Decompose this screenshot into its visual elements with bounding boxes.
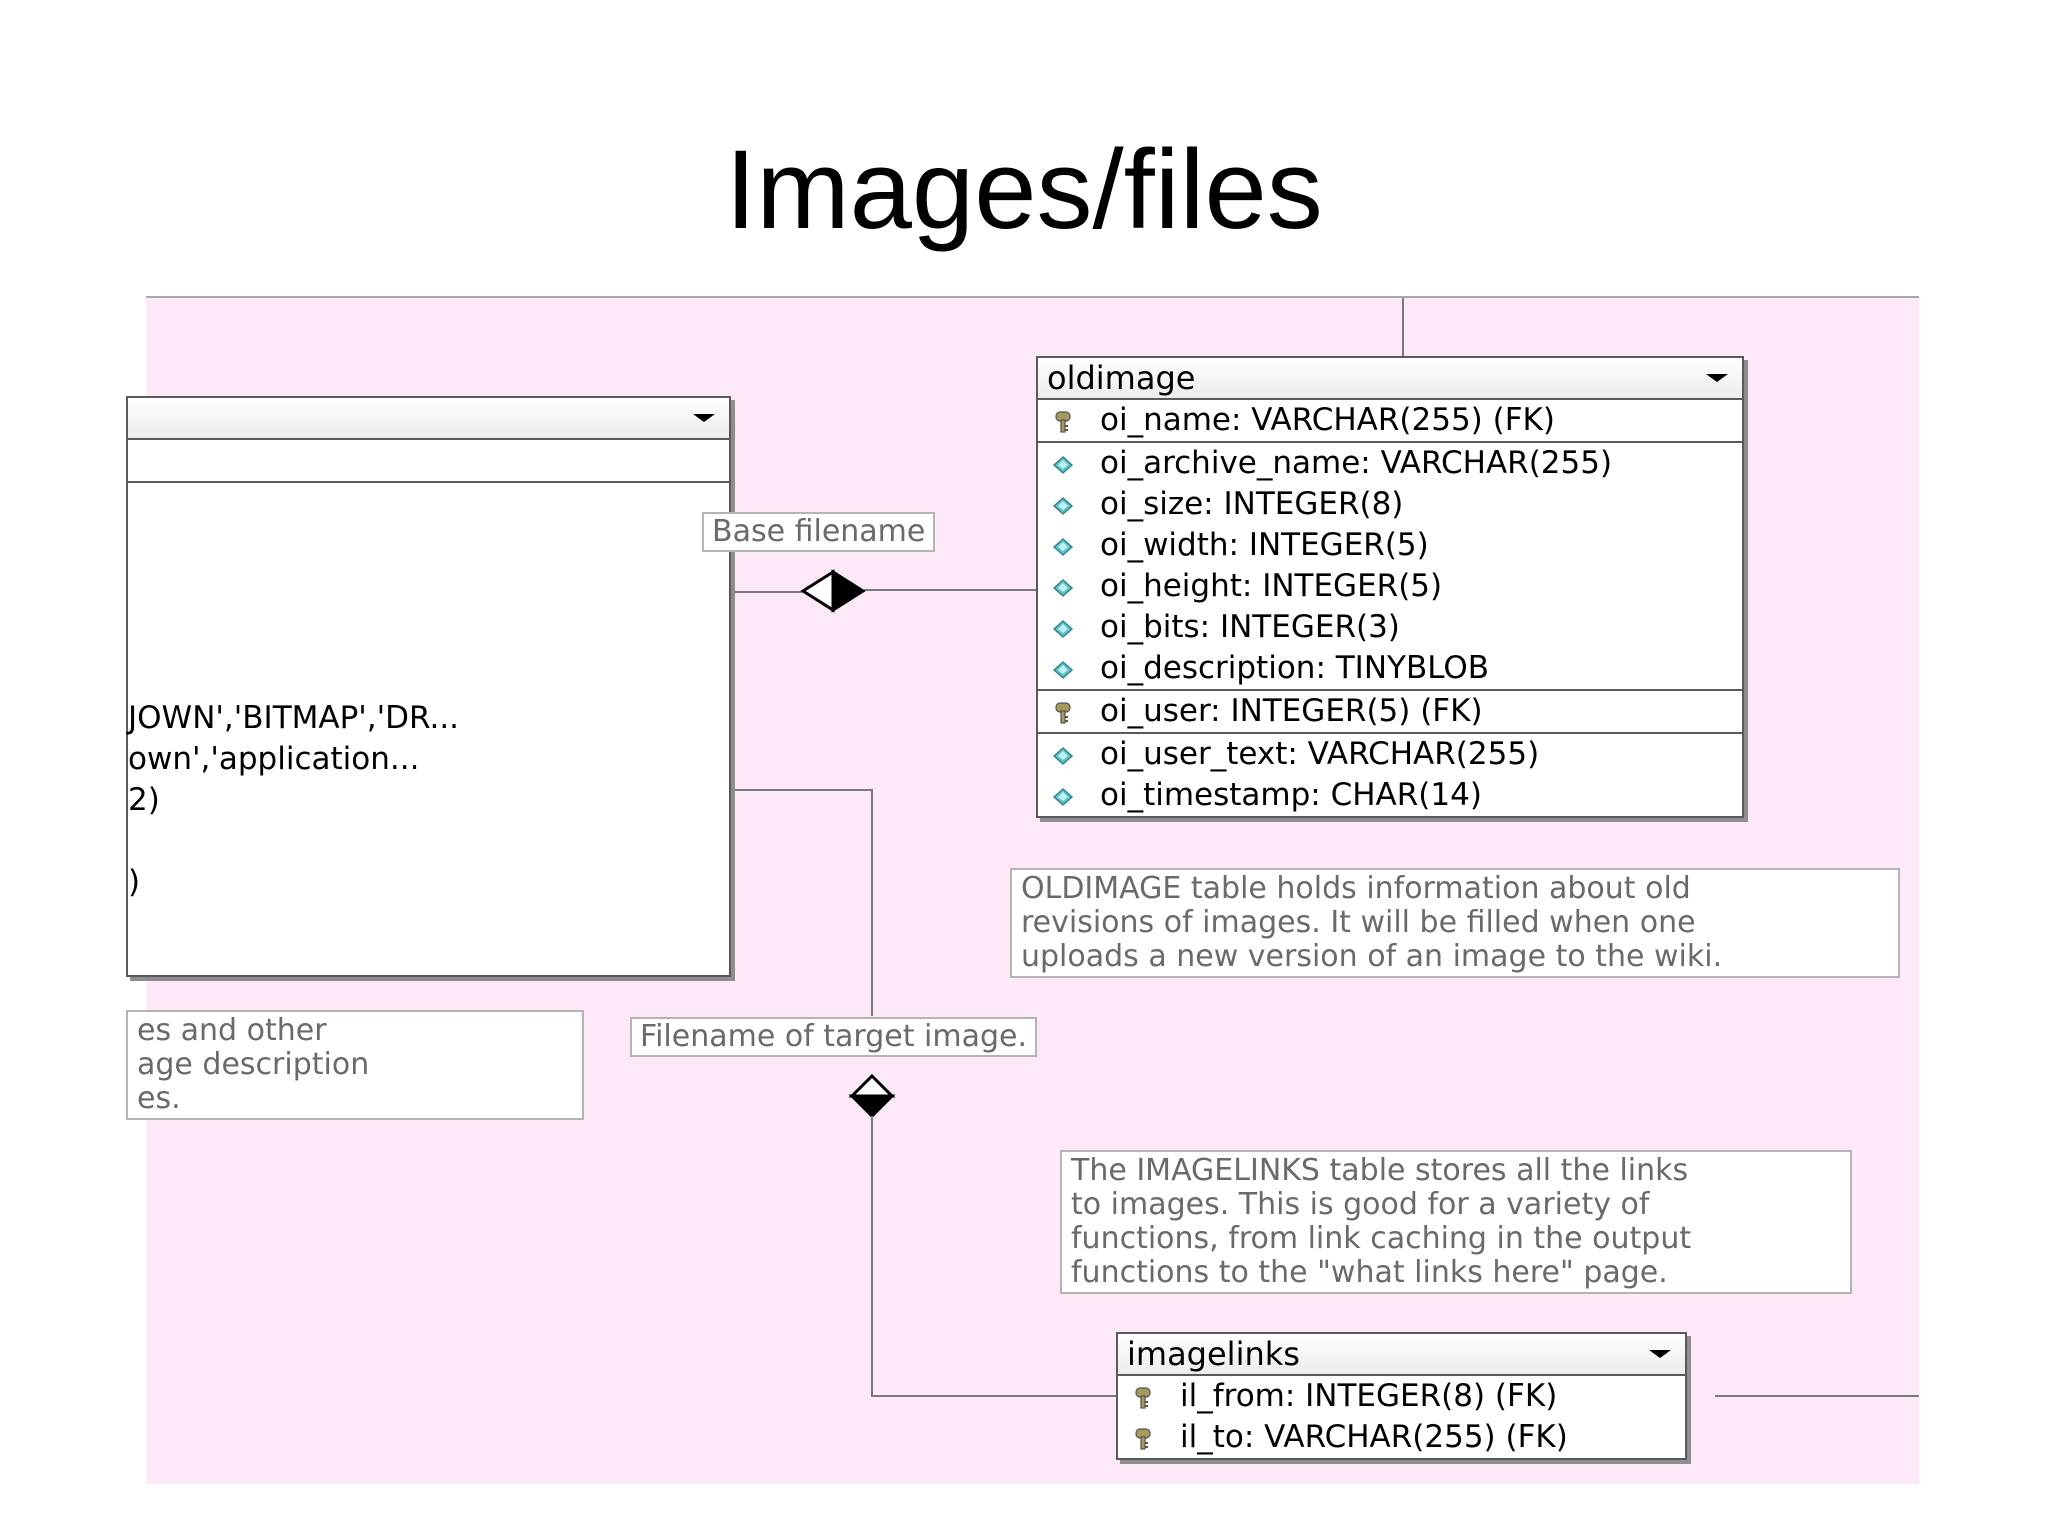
oldimage-column-text: oi_width: INTEGER(5) <box>1100 527 1429 563</box>
oldimage-table[interactable]: oldimage oi_name: VARCHAR(255) (FK) oi_ar… <box>1036 356 1744 818</box>
diamond-target-filename-black <box>848 1094 896 1119</box>
oldimage-columns: oi_name: VARCHAR(255) (FK) oi_archive_nam… <box>1038 400 1742 816</box>
attribute-icon <box>1052 579 1074 597</box>
oldimage-column-row[interactable]: oi_width: INTEGER(5) <box>1038 525 1742 566</box>
attribute-icon <box>1052 456 1074 474</box>
partial-image-table-header <box>128 398 729 440</box>
oldimage-column-text: oi_description: TINYBLOB <box>1100 650 1490 686</box>
line-to-imagelinks <box>871 1116 1116 1397</box>
oldimage-column-row[interactable]: oi_size: INTEGER(8) <box>1038 484 1742 525</box>
attribute-icon <box>1052 497 1074 515</box>
oldimage-column-text: oi_archive_name: VARCHAR(255) <box>1100 445 1613 481</box>
oldimage-column-row[interactable]: oi_timestamp: CHAR(14) <box>1038 775 1742 816</box>
imagelinks-table-header[interactable]: imagelinks <box>1118 1334 1685 1376</box>
dropdown-arrow-icon[interactable] <box>1649 1350 1671 1358</box>
partial-row-4: ) <box>128 864 141 900</box>
imagelinks-table[interactable]: imagelinks il_from: INTEGER(8) (FK) il_to… <box>1116 1332 1687 1460</box>
oldimage-column-row[interactable]: oi_name: VARCHAR(255) (FK) <box>1038 400 1742 441</box>
oldimage-column-text: oi_timestamp: CHAR(14) <box>1100 777 1482 813</box>
key-icon <box>1055 411 1071 433</box>
slide-title: Images/files <box>725 127 1323 252</box>
oldimage-note-line-1: OLDIMAGE table holds information about o… <box>1021 871 1691 906</box>
imagelinks-note-line-3: functions, from link caching in the outp… <box>1071 1221 1692 1256</box>
attribute-icon <box>1052 747 1074 765</box>
target-filename-label: Filename of target image. <box>630 1017 1037 1057</box>
partial-note-line-3: es. <box>137 1081 181 1116</box>
imagelinks-columns: il_from: INTEGER(8) (FK) il_to: VARCHAR(2… <box>1118 1376 1685 1458</box>
diamond-base-filename-white <box>800 569 835 613</box>
partial-image-table-key-section <box>128 440 729 483</box>
oldimage-column-text: oi_size: INTEGER(8) <box>1100 486 1404 522</box>
imagelinks-table-name: imagelinks <box>1127 1335 1300 1373</box>
oldimage-column-text: oi_name: VARCHAR(255) (FK) <box>1100 402 1555 438</box>
key-icon <box>1055 702 1071 724</box>
imagelinks-note-line-1: The IMAGELINKS table stores all the link… <box>1071 1153 1689 1188</box>
attribute-icon <box>1052 620 1074 638</box>
imagelinks-note-line-2: to images. This is good for a variety of <box>1071 1187 1650 1222</box>
diamond-base-filename-black <box>831 569 866 613</box>
key-icon <box>1135 1428 1151 1450</box>
attribute-icon <box>1052 788 1074 806</box>
key-icon <box>1135 1387 1151 1409</box>
imagelinks-note: The IMAGELINKS table stores all the link… <box>1060 1150 1852 1294</box>
partial-note-line-2: age description <box>137 1047 370 1082</box>
imagelinks-column-row[interactable]: il_from: INTEGER(8) (FK) <box>1118 1376 1685 1417</box>
imagelinks-column-text: il_from: INTEGER(8) (FK) <box>1180 1378 1558 1414</box>
oldimage-note-line-2: revisions of images. It will be filled w… <box>1021 905 1696 940</box>
base-filename-label: Base filename <box>702 512 936 552</box>
oldimage-table-header[interactable]: oldimage <box>1038 358 1742 400</box>
oldimage-column-row[interactable]: oi_height: INTEGER(5) <box>1038 566 1742 607</box>
partial-row-1: JOWN','BITMAP','DR... <box>128 700 460 736</box>
attribute-icon <box>1052 661 1074 679</box>
oldimage-note-line-3: uploads a new version of an image to the… <box>1021 939 1723 974</box>
oldimage-column-row[interactable]: oi_bits: INTEGER(3) <box>1038 607 1742 648</box>
partial-row-3: 2) <box>128 782 160 818</box>
oldimage-column-text: oi_height: INTEGER(5) <box>1100 568 1443 604</box>
oldimage-column-row[interactable]: oi_archive_name: VARCHAR(255) <box>1038 441 1742 484</box>
oldimage-note: OLDIMAGE table holds information about o… <box>1010 868 1900 978</box>
oldimage-column-row[interactable]: oi_user: INTEGER(5) (FK) <box>1038 689 1742 732</box>
dropdown-arrow-icon[interactable] <box>1706 374 1728 382</box>
oldimage-column-text: oi_user_text: VARCHAR(255) <box>1100 736 1540 772</box>
relationship-lines <box>628 298 1919 1397</box>
oldimage-column-row[interactable]: oi_description: TINYBLOB <box>1038 648 1742 689</box>
oldimage-column-text: oi_bits: INTEGER(3) <box>1100 609 1400 645</box>
oldimage-column-text: oi_user: INTEGER(5) (FK) <box>1100 693 1483 729</box>
partial-image-table[interactable]: JOWN','BITMAP','DR... own','application.… <box>126 396 731 977</box>
partial-row-2: own','application... <box>128 741 420 777</box>
dropdown-arrow-icon[interactable] <box>693 414 715 422</box>
imagelinks-column-row[interactable]: il_to: VARCHAR(255) (FK) <box>1118 1417 1685 1458</box>
oldimage-table-name: oldimage <box>1047 359 1196 397</box>
partial-image-note: es and other age description es. <box>126 1010 584 1120</box>
attribute-icon <box>1052 538 1074 556</box>
imagelinks-column-text: il_to: VARCHAR(255) (FK) <box>1180 1419 1568 1455</box>
imagelinks-note-line-4: functions to the "what links here" page. <box>1071 1255 1668 1290</box>
diagram-canvas: JOWN','BITMAP','DR... own','application.… <box>126 296 1919 1484</box>
oldimage-column-row[interactable]: oi_user_text: VARCHAR(255) <box>1038 732 1742 775</box>
partial-note-line-1: es and other <box>137 1013 327 1048</box>
diamond-target-filename-white <box>848 1073 896 1098</box>
